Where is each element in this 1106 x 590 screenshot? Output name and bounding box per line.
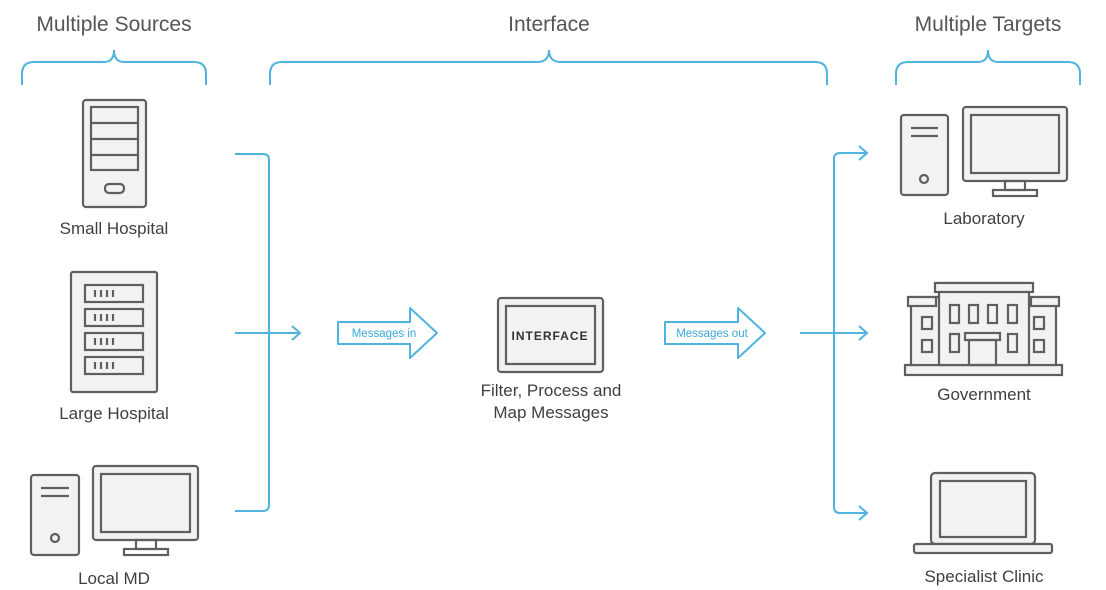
- government-building-icon: [903, 281, 1064, 377]
- rack-unit-2: [83, 307, 145, 328]
- brace-sources: [21, 49, 207, 85]
- interface-caption-line1: Filter, Process and: [481, 381, 622, 400]
- header-interface: Interface: [508, 13, 590, 36]
- brace-targets: [895, 49, 1081, 85]
- header-targets: Multiple Targets: [915, 13, 1062, 36]
- brace-interface: [269, 49, 828, 85]
- target-arrow-head-middle: [858, 325, 869, 341]
- source-label-local-md: Local MD: [78, 569, 150, 588]
- target-label-laboratory: Laboratory: [943, 209, 1025, 228]
- target-arrow-head-top: [858, 145, 869, 161]
- interface-caption-line2: Map Messages: [493, 403, 608, 422]
- messages-out-label: Messages out: [676, 328, 748, 340]
- messages-in-label: Messages in: [352, 328, 417, 340]
- desktop-computer-icon: [899, 105, 1069, 198]
- small-hospital-server-icon: [81, 98, 148, 209]
- desktop-computer-icon: [29, 464, 200, 557]
- large-hospital-rack-icon: [69, 270, 159, 394]
- messages-out-arrow: Messages out: [664, 307, 766, 359]
- source-arrow-head: [291, 325, 302, 341]
- laptop-icon: [912, 471, 1054, 555]
- source-label-small-hospital: Small Hospital: [60, 219, 169, 238]
- target-label-government: Government: [937, 385, 1031, 404]
- source-label-large-hospital: Large Hospital: [59, 404, 169, 423]
- interface-box-icon: INTERFACE: [496, 296, 605, 374]
- rack-unit-1: [83, 283, 145, 304]
- interface-box-text: INTERFACE: [511, 329, 588, 343]
- header-sources: Multiple Sources: [36, 13, 191, 36]
- rack-unit-3: [83, 331, 145, 352]
- rack-unit-4: [83, 355, 145, 376]
- target-label-specialist-clinic: Specialist Clinic: [924, 567, 1044, 586]
- messages-in-arrow: Messages in: [337, 307, 438, 359]
- target-arrow-head-bottom: [858, 505, 869, 521]
